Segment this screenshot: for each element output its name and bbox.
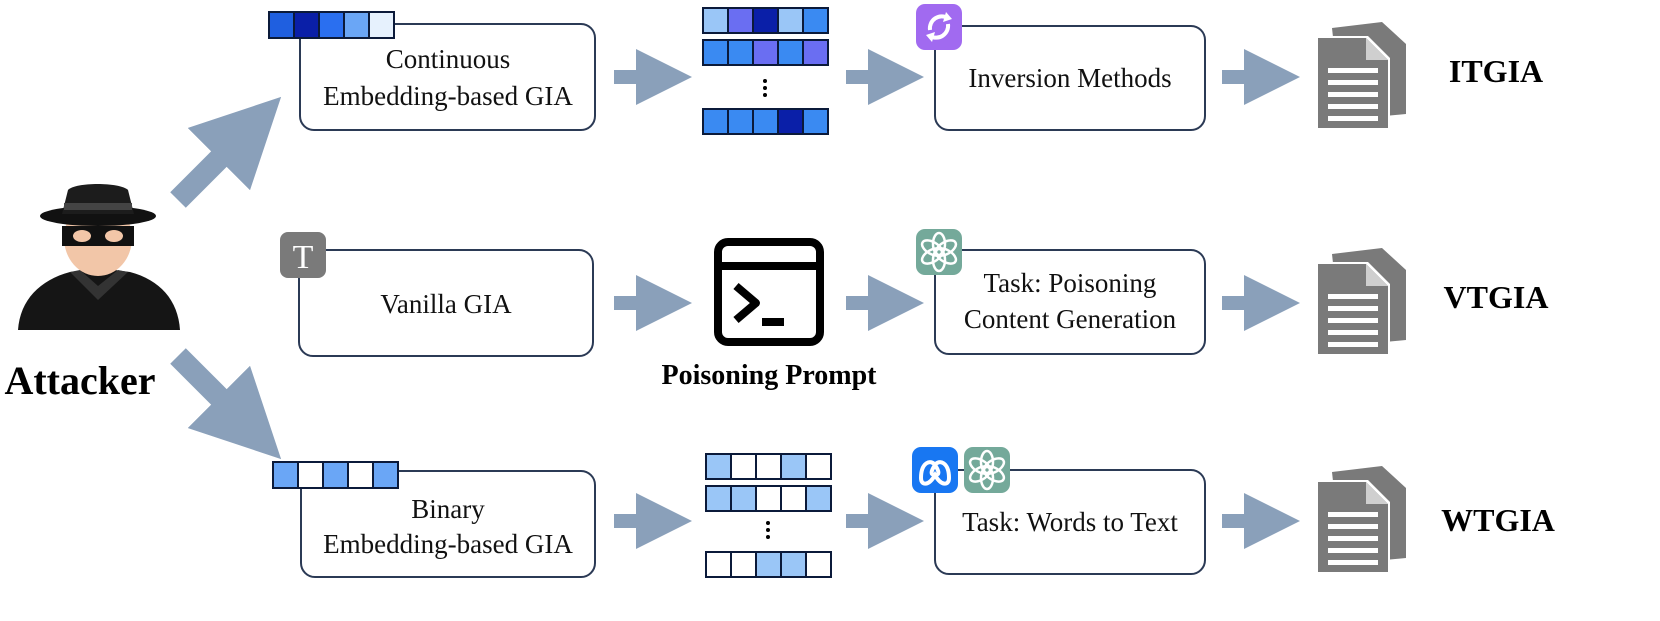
embedding-cell — [780, 485, 807, 512]
method-label-line-1: Binary — [411, 494, 485, 524]
document-icon — [1316, 466, 1406, 574]
embedding-cell — [727, 7, 754, 34]
task-box — [934, 469, 1206, 575]
embedding-cell — [777, 39, 804, 66]
embedding-cell — [780, 551, 807, 578]
embedding-vectors — [702, 7, 829, 135]
task-label-line-1: Inversion Methods — [968, 63, 1171, 93]
task-label-line-1: Task: Words to Text — [962, 507, 1178, 537]
result-label: ITGIA — [1449, 53, 1543, 89]
method-label-line-1: Continuous — [386, 44, 511, 74]
embedding-cell — [727, 108, 754, 135]
ellipsis-dot — [763, 93, 767, 97]
attacker-icon — [18, 184, 180, 330]
method-label-line-2: Embedding-based GIA — [323, 81, 573, 111]
ellipsis-dot — [763, 79, 767, 83]
method-label-line-2: Embedding-based GIA — [323, 529, 573, 559]
openai-icon — [964, 447, 1010, 493]
prompt-label: Poisoning Prompt — [662, 360, 878, 391]
method-box — [298, 249, 594, 357]
embedding-cell — [322, 461, 349, 489]
task-label-line-1: Task: Poisoning — [984, 268, 1157, 298]
task-label-line-2: Content Generation — [964, 304, 1177, 334]
meta-icon — [912, 447, 958, 493]
ellipsis-dot — [766, 528, 770, 532]
embedding-cell — [372, 461, 399, 489]
arrow-attacker-to-wtgia — [170, 348, 282, 460]
svg-text:T: T — [293, 239, 314, 276]
embedding-cell — [805, 485, 832, 512]
embedding-cell — [347, 461, 374, 489]
result-label: VTGIA — [1444, 279, 1549, 315]
embedding-cell — [730, 485, 757, 512]
embedding-cell — [702, 7, 729, 34]
result-label: WTGIA — [1441, 502, 1555, 538]
embedding-cell — [293, 11, 320, 39]
method-box — [300, 470, 596, 578]
text-icon: T — [280, 232, 326, 278]
method-label-line-1: Vanilla GIA — [380, 289, 512, 319]
sync-icon — [916, 4, 962, 50]
task-box — [934, 25, 1206, 131]
method-box — [299, 23, 596, 131]
method-embedding-strip — [268, 11, 395, 39]
task-box — [934, 249, 1206, 355]
arrow-attacker-to-itgia — [170, 96, 282, 208]
embedding-cell — [705, 453, 732, 480]
ellipsis-dot — [766, 535, 770, 539]
embedding-cell — [755, 551, 782, 578]
embedding-vectors — [705, 453, 832, 578]
embedding-cell — [702, 108, 729, 135]
embedding-cell — [780, 453, 807, 480]
embedding-cell — [777, 108, 804, 135]
embedding-cell — [802, 108, 829, 135]
row-wtgia: Binary Embedding-based GIA Task: Words t… — [272, 447, 1555, 578]
embedding-cell — [318, 11, 345, 39]
openai-icon — [916, 229, 962, 275]
embedding-cell — [730, 551, 757, 578]
attacker-label: Attacker — [4, 358, 155, 403]
embedding-cell — [755, 453, 782, 480]
embedding-cell — [777, 7, 804, 34]
document-icon — [1316, 22, 1406, 130]
embedding-cell — [805, 551, 832, 578]
embedding-cell — [343, 11, 370, 39]
row-itgia: Continuous Embedding-based GIA Inversion… — [268, 4, 1543, 135]
embedding-cell — [752, 108, 779, 135]
embedding-cell — [752, 39, 779, 66]
ellipsis-dot — [766, 521, 770, 525]
embedding-cell — [268, 11, 295, 39]
embedding-cell — [705, 485, 732, 512]
row-vtgia: T Vanilla GIA Poisoning Prompt Task: Poi… — [280, 229, 1548, 391]
embedding-cell — [297, 461, 324, 489]
embedding-cell — [755, 485, 782, 512]
embedding-cell — [272, 461, 299, 489]
embedding-cell — [705, 551, 732, 578]
method-embedding-strip — [272, 461, 399, 489]
embedding-cell — [702, 39, 729, 66]
embedding-cell — [802, 39, 829, 66]
embedding-cell — [368, 11, 395, 39]
document-icon — [1316, 248, 1406, 356]
ellipsis-dot — [763, 86, 767, 90]
embedding-cell — [730, 453, 757, 480]
embedding-cell — [752, 7, 779, 34]
embedding-cell — [727, 39, 754, 66]
embedding-cell — [805, 453, 832, 480]
terminal-icon — [714, 238, 824, 346]
embedding-cell — [802, 7, 829, 34]
